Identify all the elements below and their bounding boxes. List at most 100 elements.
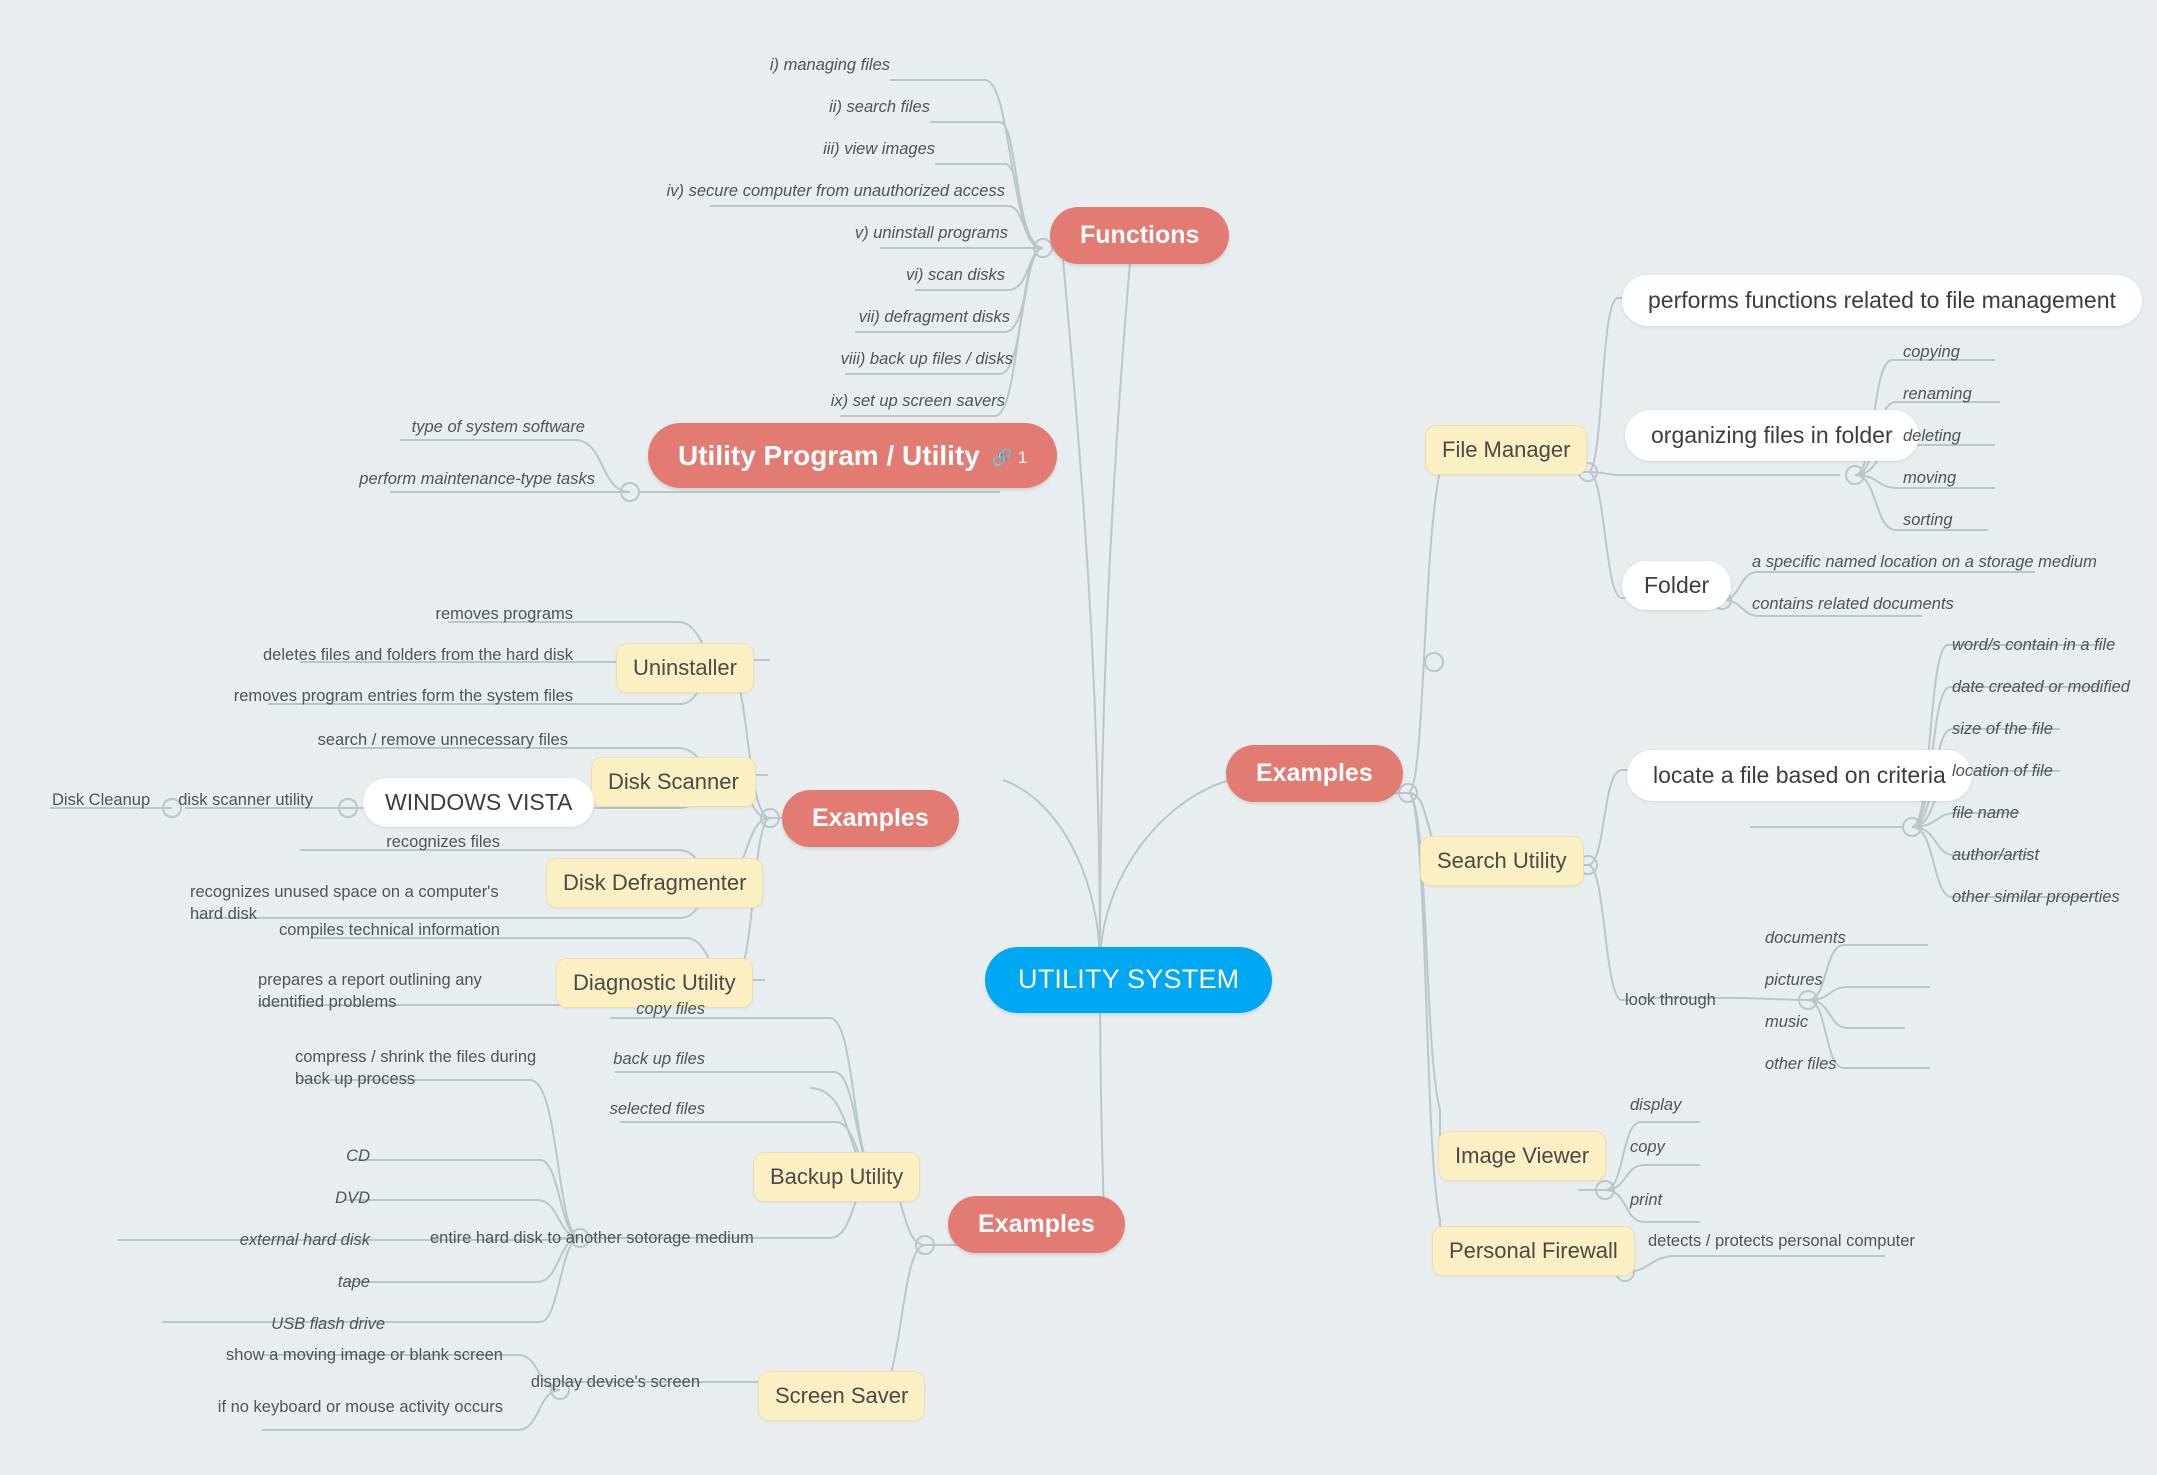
windows-vista-label: WINDOWS VISTA xyxy=(385,789,573,815)
function-item-3: iii) view images xyxy=(823,140,935,158)
search-criterion-5: file name xyxy=(1952,804,2019,822)
category-functions-label: Functions xyxy=(1080,221,1200,249)
screen-saver-condition-2: if no keyboard or mouse activity occurs xyxy=(217,1398,503,1416)
utility-program-trait-1: type of system software xyxy=(411,418,585,436)
backup-storage-label: entire hard disk to another sotorage med… xyxy=(430,1229,754,1247)
category-utility-program[interactable]: Utility Program / Utility 🔗 1 xyxy=(648,423,1058,488)
uninstaller-detail-2: deletes files and folders from the hard … xyxy=(263,646,573,664)
search-criterion-6: author/artist xyxy=(1952,846,2040,864)
search-utility-locate-node[interactable]: locate a file based on criteria xyxy=(1627,750,1972,801)
example-disk-scanner-label: Disk Scanner xyxy=(608,769,739,794)
category-utility-program-label: Utility Program / Utility xyxy=(678,440,980,471)
category-examples-right[interactable]: Examples xyxy=(1226,745,1403,803)
function-item-7: vii) defragment disks xyxy=(858,308,1010,326)
file-operation-1: copying xyxy=(1903,343,1960,361)
folder-detail-1: a specific named location on a storage m… xyxy=(1752,553,2097,571)
category-examples-bottom[interactable]: Examples xyxy=(948,1196,1125,1254)
function-item-1: i) managing files xyxy=(769,56,890,74)
storage-medium-1: CD xyxy=(346,1147,370,1165)
backup-utility-detail-2: back up files xyxy=(613,1050,705,1068)
example-diagnostic-utility-label: Diagnostic Utility xyxy=(573,970,736,995)
image-viewer-action-1: display xyxy=(1630,1096,1682,1114)
example-node-screen-saver[interactable]: Screen Saver xyxy=(758,1371,926,1421)
example-node-search-utility[interactable]: Search Utility xyxy=(1420,836,1584,886)
function-item-6: vi) scan disks xyxy=(905,266,1005,284)
node-disk-cleanup: Disk Cleanup xyxy=(52,791,151,809)
look-through-item-4: other files xyxy=(1765,1055,1837,1073)
personal-firewall-detail: detects / protects personal computer xyxy=(1648,1232,1915,1250)
category-examples-right-label: Examples xyxy=(1256,759,1373,787)
uninstaller-detail-3: removes program entries form the system … xyxy=(233,687,573,705)
category-examples-left[interactable]: Examples xyxy=(782,790,959,848)
function-item-8: viii) back up files / disks xyxy=(840,350,1013,368)
storage-medium-2: DVD xyxy=(335,1189,370,1207)
example-node-diagnostic-utility[interactable]: Diagnostic Utility xyxy=(556,958,753,1008)
example-node-disk-defragmenter[interactable]: Disk Defragmenter xyxy=(546,858,764,908)
storage-medium-4: tape xyxy=(337,1273,370,1291)
backup-compress-note: compress / shrink the files during back … xyxy=(295,1048,537,1089)
example-node-personal-firewall[interactable]: Personal Firewall xyxy=(1432,1226,1635,1276)
file-manager-organizing-node[interactable]: organizing files in folder xyxy=(1625,410,1919,461)
function-item-9: ix) set up screen savers xyxy=(830,392,1005,410)
search-utility-locate-label: locate a file based on criteria xyxy=(1653,762,1946,788)
category-examples-left-label: Examples xyxy=(812,804,929,832)
search-criterion-2: date created or modified xyxy=(1952,678,2130,696)
example-node-file-manager[interactable]: File Manager xyxy=(1425,425,1588,475)
search-criterion-3: size of the file xyxy=(1952,720,2053,738)
file-manager-performs-node[interactable]: performs functions related to file manag… xyxy=(1622,275,2142,326)
storage-medium-5: USB flash drive xyxy=(271,1315,385,1333)
example-personal-firewall-label: Personal Firewall xyxy=(1449,1238,1618,1263)
example-disk-defragmenter-label: Disk Defragmenter xyxy=(563,870,747,895)
image-viewer-action-2: copy xyxy=(1630,1138,1665,1156)
search-look-through-label: look through xyxy=(1625,991,1716,1009)
disk-scanner-utility-label: disk scanner utility xyxy=(178,791,313,809)
node-windows-vista[interactable]: WINDOWS VISTA xyxy=(363,778,595,827)
example-node-disk-scanner[interactable]: Disk Scanner xyxy=(591,757,756,807)
example-image-viewer-label: Image Viewer xyxy=(1455,1143,1590,1168)
screen-saver-condition-1: show a moving image or blank screen xyxy=(226,1346,503,1364)
look-through-item-3: music xyxy=(1765,1013,1809,1031)
image-viewer-action-3: print xyxy=(1630,1191,1663,1209)
category-examples-bottom-label: Examples xyxy=(978,1210,1095,1238)
root-node-utility-system[interactable]: UTILITY SYSTEM xyxy=(985,947,1273,1013)
node-folder[interactable]: Folder xyxy=(1622,561,1732,610)
example-node-uninstaller[interactable]: Uninstaller xyxy=(616,643,754,693)
file-operation-3: deleting xyxy=(1903,427,1961,445)
backup-utility-detail-1: copy files xyxy=(636,1000,705,1018)
look-through-item-1: documents xyxy=(1765,929,1846,947)
disk-scanner-detail-1: search / remove unnecessary files xyxy=(317,731,568,749)
disk-defragmenter-detail-2: recognizes unused space on a computer's … xyxy=(190,883,499,924)
file-operation-2: renaming xyxy=(1903,385,1972,403)
example-screen-saver-label: Screen Saver xyxy=(775,1383,909,1408)
category-functions[interactable]: Functions xyxy=(1050,207,1230,265)
disk-defragmenter-detail-1: recognizes files xyxy=(386,833,500,851)
function-item-2: ii) search files xyxy=(829,98,930,116)
search-criterion-1: word/s contain in a file xyxy=(1952,636,2116,654)
screen-saver-detail-1: display device's screen xyxy=(530,1373,700,1391)
utility-program-trait-2: perform maintenance-type tasks xyxy=(359,470,595,488)
folder-label: Folder xyxy=(1644,572,1710,598)
example-node-backup-utility[interactable]: Backup Utility xyxy=(753,1152,921,1202)
file-manager-performs-label: performs functions related to file manag… xyxy=(1648,287,2116,313)
search-criterion-4: location of file xyxy=(1952,762,2053,780)
file-manager-organizing-label: organizing files in folder xyxy=(1651,422,1893,448)
function-item-5: v) uninstall programs xyxy=(854,224,1008,242)
example-uninstaller-label: Uninstaller xyxy=(633,655,737,680)
example-search-utility-label: Search Utility xyxy=(1437,848,1567,873)
look-through-item-2: pictures xyxy=(1765,971,1823,989)
diagnostic-utility-detail-1: compiles technical information xyxy=(278,921,500,939)
root-label: UTILITY SYSTEM xyxy=(1018,964,1240,994)
link-icon[interactable]: 🔗 1 xyxy=(991,447,1028,467)
example-backup-utility-label: Backup Utility xyxy=(770,1164,904,1189)
folder-detail-2: contains related documents xyxy=(1752,595,1954,613)
storage-medium-3: external hard disk xyxy=(239,1231,370,1249)
example-node-image-viewer[interactable]: Image Viewer xyxy=(1438,1131,1607,1181)
uninstaller-detail-1: removes programs xyxy=(435,605,573,623)
search-criterion-7: other similar properties xyxy=(1952,888,2120,906)
function-item-4: iv) secure computer from unauthorized ac… xyxy=(666,182,1005,200)
diagnostic-utility-detail-2: prepares a report outlining any identifi… xyxy=(258,971,482,1012)
backup-utility-detail-3: selected files xyxy=(609,1100,705,1118)
example-file-manager-label: File Manager xyxy=(1442,437,1571,462)
link-count: 1 xyxy=(1017,447,1028,467)
